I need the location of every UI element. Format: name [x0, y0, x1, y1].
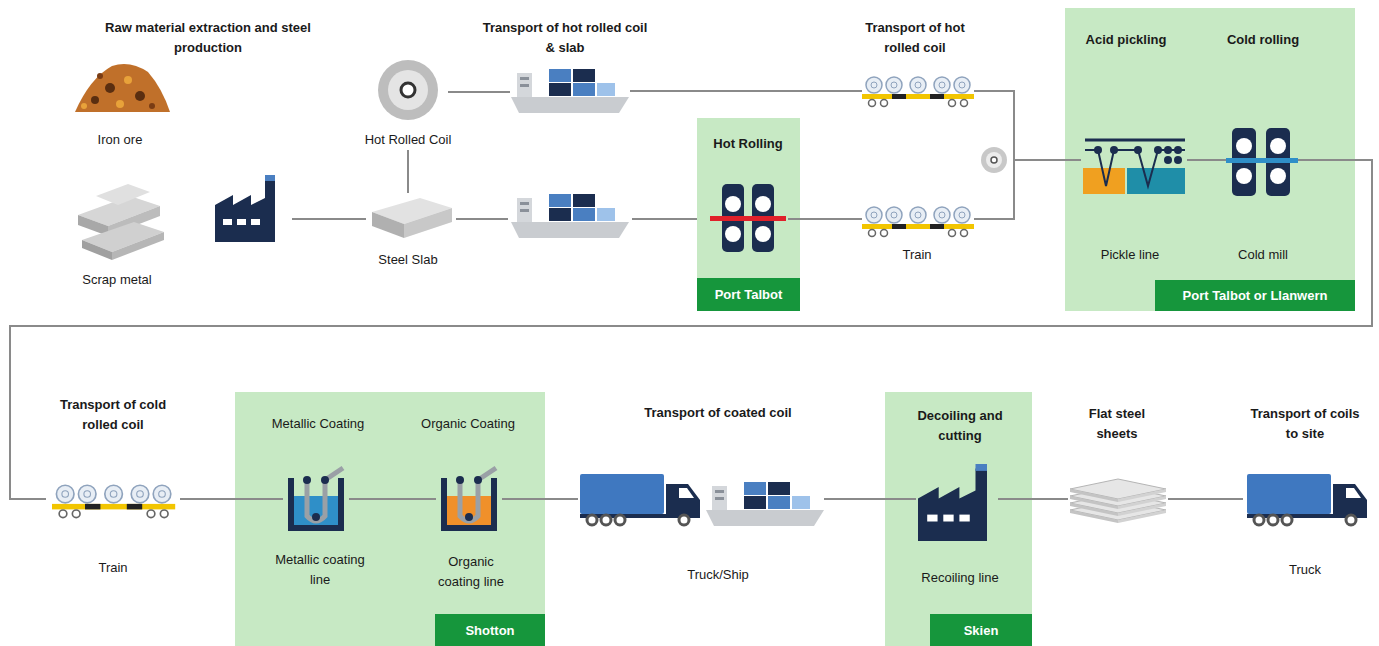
ship-icon: [706, 482, 824, 526]
process-node: Organic CoatingOrganic coating line: [436, 466, 502, 536]
stage-caption: Truck: [1265, 560, 1345, 580]
stage-caption: Organic coating line: [426, 552, 516, 592]
stage-caption: Steel Slab: [358, 250, 458, 270]
site-panel: SkienDecoiling and cuttingRecoiling line: [885, 392, 1032, 646]
iron-ore-pile: [75, 64, 170, 112]
steel-plant-icon: [215, 175, 275, 242]
process-node: Metallic CoatingMetallic coating line: [283, 466, 349, 536]
flow-connector: [998, 498, 1068, 500]
merge-coil-icon: [981, 147, 1007, 173]
flow-connector: [10, 160, 1372, 499]
mill-node: Hot Rolling: [708, 180, 788, 256]
flow-connector: [788, 218, 862, 220]
process-node: Cold rollingCold mill: [1226, 126, 1298, 198]
flow-connector: [448, 91, 510, 93]
flow-connector: [630, 90, 862, 92]
site-label: Port Talbot: [697, 278, 800, 311]
site-label: Shotton: [435, 614, 545, 646]
site-panel: ShottonMetallic CoatingMetallic coating …: [235, 392, 545, 646]
flow-connector: [1187, 159, 1226, 161]
flow-connector: [974, 160, 1081, 219]
truck-icon: [580, 474, 700, 525]
stage-heading: Acid pickling: [1066, 30, 1186, 50]
flow-connector: [974, 91, 1081, 160]
flat-sheets-icon: [1070, 479, 1166, 523]
hot-rolled-coil-icon: [378, 60, 438, 120]
flow-connector: [824, 498, 916, 500]
process-node: Decoiling and cuttingRecoiling line: [916, 462, 998, 542]
stage-caption: Truck/Ship: [668, 565, 768, 585]
stage-heading: Decoiling and cutting: [901, 406, 1019, 446]
scrap-metal-beams: [78, 184, 164, 260]
truck-node: Transport of coils to siteTruck: [1243, 470, 1371, 532]
truck-icon: [1247, 474, 1367, 525]
stage-heading: Transport of coils to site: [1250, 404, 1360, 444]
stage-heading: Transport of cold rolled coil: [48, 395, 178, 435]
stage-caption: Train: [73, 558, 153, 578]
recoiling-plant-icon: [918, 464, 987, 541]
stage-heading: Transport of hot rolled coil & slab: [480, 18, 650, 58]
pickle-line-icon: [1083, 140, 1185, 194]
train-icon: [862, 77, 974, 107]
train-icon: [862, 207, 974, 237]
sheets-node: Flat steel sheets: [1068, 476, 1168, 530]
process-node: Acid picklingPickle line: [1081, 128, 1187, 198]
icon-caption: Scrap metal: [62, 270, 172, 290]
coil-node: Hot Rolled Coil: [368, 58, 448, 150]
flow-connector: [407, 150, 409, 193]
site-label: Port Talbot or Llanwern: [1155, 280, 1355, 311]
steel-slab-icon: [372, 198, 452, 238]
ship-icon: [511, 194, 629, 238]
section-heading: Raw material extraction and steel produc…: [101, 18, 316, 58]
hot-mill-icon: [710, 184, 786, 252]
flow-connector: [180, 498, 283, 500]
site-panel: Port Talbot or LlanwernAcid picklingPick…: [1065, 8, 1355, 311]
stage-caption: Cold mill: [1218, 245, 1308, 265]
stage-caption: Metallic coating line: [275, 550, 365, 590]
stage-caption: Train: [877, 245, 957, 265]
train-node: Transport of hot rolled coil: [862, 74, 974, 108]
stage-caption: Recoiling line: [900, 568, 1020, 588]
ship-node: Transport of hot rolled coil & slab: [510, 64, 630, 114]
stage-caption: Metallic Coating: [253, 414, 383, 434]
train-node: Transport of cold rolled coilTrain: [46, 482, 180, 516]
ship-icon: [511, 69, 629, 113]
stage-heading: Cold rolling: [1208, 30, 1318, 50]
stage-heading: Flat steel sheets: [1075, 404, 1160, 444]
train-node: Train: [862, 203, 974, 237]
stage-caption: Organic Coating: [403, 414, 533, 434]
site-panel: Port Talbot Hot Rolling: [697, 118, 800, 311]
transport-node: Transport of coated coilTruck/Ship: [578, 468, 824, 528]
flow-connector: [349, 498, 436, 500]
stage-heading: Transport of coated coil: [643, 403, 793, 423]
flow-connector: [502, 498, 578, 500]
site-label: Skien: [930, 614, 1032, 646]
train-icon: [52, 485, 175, 517]
icon-caption: Iron ore: [70, 130, 170, 150]
stage-caption: Pickle line: [1080, 245, 1180, 265]
layout-lines: [292, 218, 697, 220]
stage-heading: Hot Rolling: [698, 134, 798, 154]
flow-connector: [1168, 498, 1243, 500]
slab-node: Steel Slab: [360, 193, 455, 269]
stage-heading: Transport of hot rolled coil: [855, 18, 975, 58]
metallic-coating-icon: [291, 468, 343, 528]
stage-caption: Hot Rolled Coil: [353, 130, 463, 150]
cold-mill-icon: [1226, 128, 1298, 196]
organic-coating-icon: [444, 468, 496, 528]
